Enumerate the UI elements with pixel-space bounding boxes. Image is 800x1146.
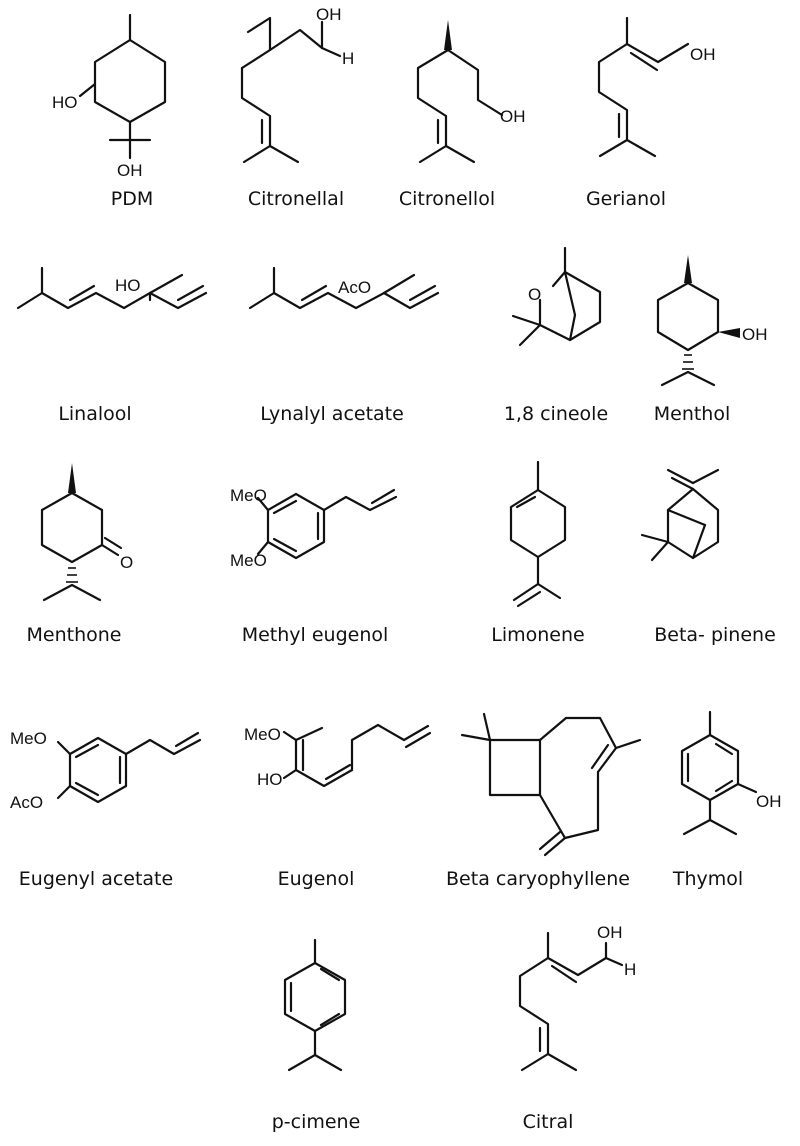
- structure-menthol: OH: [656, 255, 768, 387]
- molecule-name-lynalyl-acetate: Lynalyl acetate: [260, 403, 404, 425]
- structure-eugenyl-acetate: MeO AcO: [10, 729, 202, 812]
- structure-cineole: O: [511, 246, 602, 347]
- molecule-name-beta-pinene: Beta- pinene: [654, 624, 776, 646]
- structure-limonene: [509, 460, 567, 608]
- atom-label: OH: [756, 792, 782, 811]
- atom-label: MeO: [230, 551, 267, 570]
- atom-label: H: [342, 49, 354, 68]
- molecule-name-linalool: Linalool: [58, 403, 132, 425]
- molecule-name-methyl-eugenol: Methyl eugenol: [241, 624, 389, 646]
- atom-label: OH: [742, 325, 768, 344]
- structure-citronellal: OH H: [240, 5, 354, 164]
- atom-label: HO: [52, 93, 78, 112]
- atom-label: H: [624, 960, 636, 979]
- molecule-name-gerianol: Gerianol: [585, 188, 667, 210]
- atom-label: MeO: [230, 486, 267, 505]
- molecule-name-pdm: PDM: [110, 188, 154, 210]
- molecule-name-cineole: 1,8 cineole: [503, 403, 609, 425]
- atom-label: OH: [500, 107, 526, 126]
- molecule-name-citronellol: Citronellol: [398, 188, 496, 210]
- molecule-name-limonene: Limonene: [491, 624, 585, 646]
- atom-label: HO: [257, 770, 283, 789]
- molecule-name-menthol: Menthol: [653, 403, 731, 425]
- molecule-name-citronellal: Citronellal: [247, 188, 345, 210]
- structure-pdm: HO OH: [52, 13, 167, 180]
- structure-lynalyl-acetate: AcO: [248, 266, 440, 310]
- atom-label: MeO: [10, 729, 47, 748]
- atom-label: OH: [597, 923, 623, 942]
- atom-label: AcO: [10, 793, 43, 812]
- structure-citronellol: OH: [416, 20, 526, 164]
- atom-label: O: [120, 553, 133, 572]
- structure-gerianol: OH: [597, 16, 716, 158]
- atom-label: OH: [316, 5, 342, 24]
- atom-label: OH: [117, 161, 143, 180]
- structure-p-cimene: [283, 938, 347, 1072]
- structure-methyl-eugenol: MeO MeO: [230, 486, 398, 570]
- molecule-name-beta-caryophyllene: Beta caryophyllene: [446, 868, 630, 890]
- molecule-name-menthone: Menthone: [26, 624, 122, 646]
- structure-menthone: O: [40, 463, 133, 602]
- atom-label: MeO: [244, 725, 281, 744]
- atom-label: OH: [690, 45, 716, 64]
- structure-beta-caryophyllene: [460, 712, 642, 857]
- structure-beta-pinene: [640, 468, 720, 562]
- structure-thymol: OH: [680, 710, 782, 836]
- atom-label: AcO: [338, 278, 371, 297]
- molecule-name-p-cimene: p-cimene: [271, 1111, 361, 1133]
- molecule-name-citral: Citral: [522, 1111, 574, 1133]
- structure-linalool: HO: [16, 266, 208, 310]
- atom-label: HO: [115, 276, 141, 295]
- molecule-name-eugenyl-acetate: Eugenyl acetate: [18, 868, 174, 890]
- structure-eugenol: MeO HO: [244, 723, 432, 789]
- molecule-name-eugenol: Eugenol: [277, 868, 355, 890]
- molecule-name-thymol: Thymol: [672, 868, 744, 890]
- structure-citral: OH H: [518, 923, 636, 1072]
- atom-label: O: [528, 285, 541, 304]
